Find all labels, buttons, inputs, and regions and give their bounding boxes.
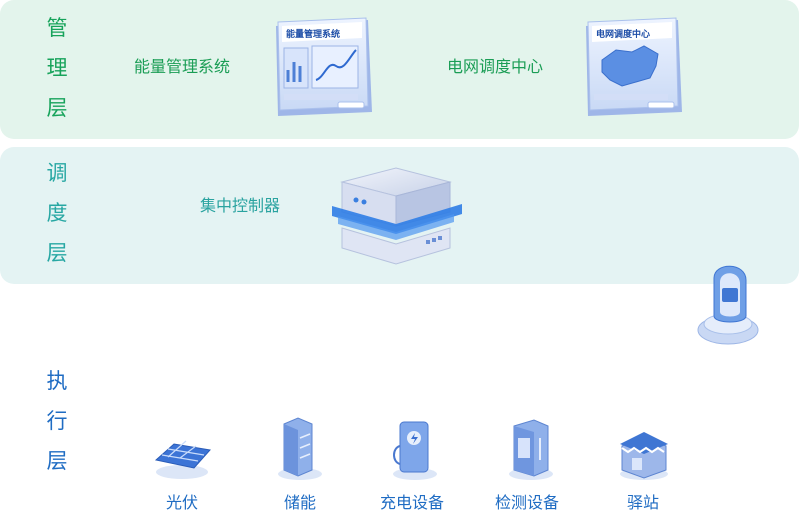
device-label-station: 驿站	[627, 493, 660, 512]
device-label-pv: 光伏	[166, 493, 199, 512]
grid-dispatch-center-label: 电网调度中心	[447, 57, 544, 76]
energy-storage-icon	[278, 417, 322, 480]
dispatch-layer-label: 调 度 层	[46, 161, 68, 265]
ems-monitor-icon: 能量管理系统	[276, 17, 372, 116]
ems-label: 能量管理系统	[134, 57, 231, 76]
grid-screen-title: 电网调度中心	[596, 28, 650, 40]
execution-platform-icon	[697, 265, 759, 345]
detection-cabinet-icon	[509, 419, 553, 480]
grid-dispatch-monitor-icon: 电网调度中心	[586, 17, 682, 116]
station-kiosk-icon	[620, 432, 668, 480]
solar-panel-icon	[154, 440, 211, 479]
execution-layer-label: 执 行 层	[46, 369, 68, 473]
ems-screen-title: 能量管理系统	[286, 28, 340, 40]
device-label-detection: 检测设备	[495, 493, 560, 512]
central-controller-icon	[332, 167, 462, 265]
device-label-storage: 储能	[284, 493, 317, 512]
device-label-charging: 充电设备	[380, 493, 445, 512]
charging-pile-icon	[393, 421, 437, 480]
management-layer-label: 管 理 层	[46, 16, 68, 120]
central-controller-label: 集中控制器	[200, 196, 281, 215]
